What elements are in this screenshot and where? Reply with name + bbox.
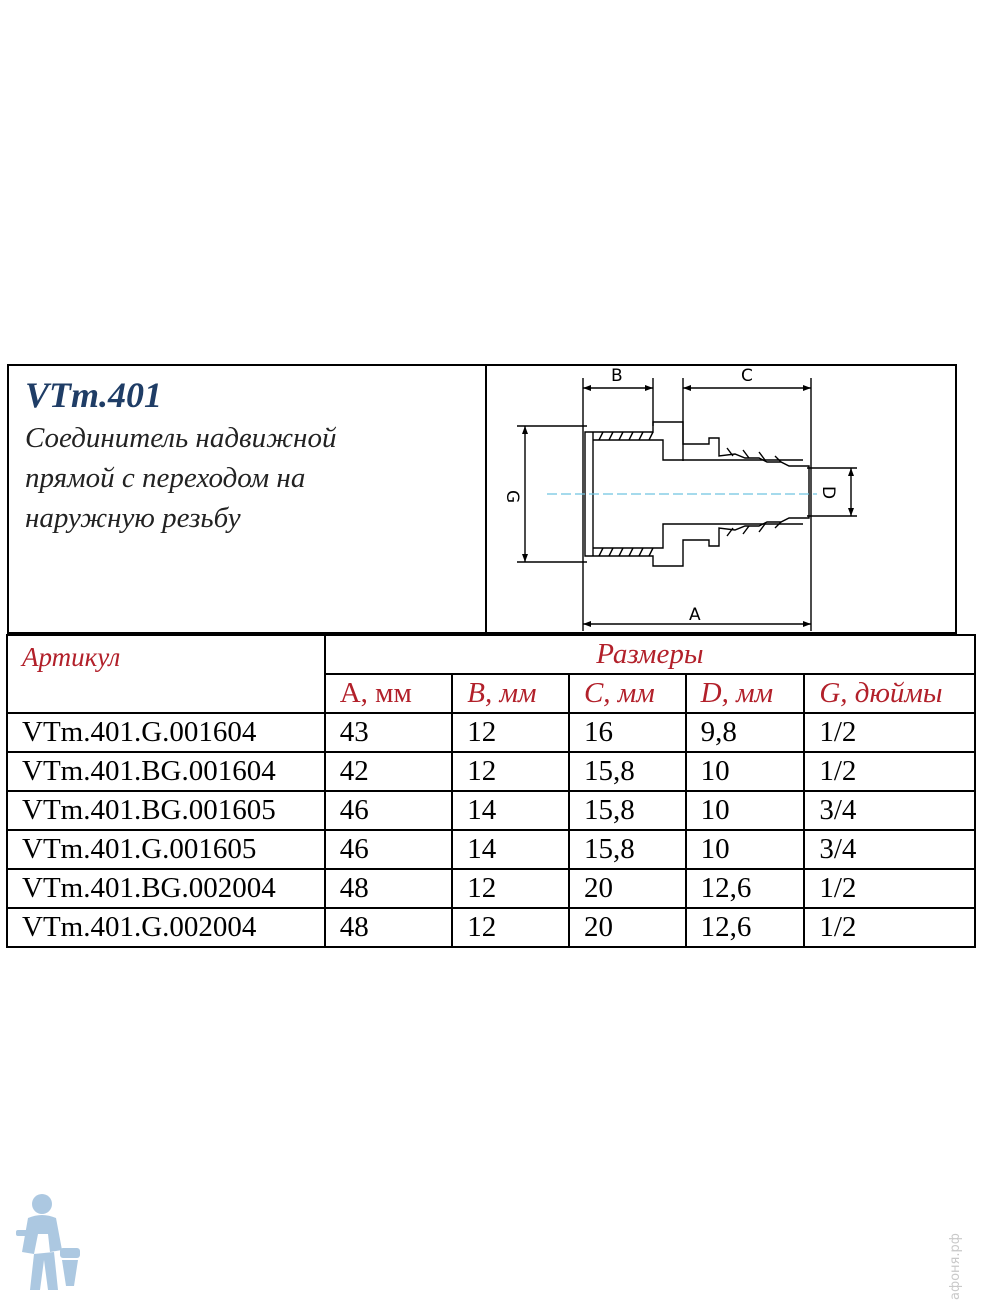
size-cell: 48	[323, 907, 454, 948]
size-cell: 12	[451, 751, 570, 792]
size-cell: 10	[684, 751, 806, 792]
article-cell: VTm.401.G.001604	[6, 712, 326, 753]
size-cell: 15,8	[567, 829, 687, 870]
table-header-row: Артикул Размеры	[6, 634, 977, 714]
column-header: B, мм	[451, 673, 570, 714]
column-header: А, мм	[323, 673, 454, 714]
dimensions-table: Артикул Размеры А, мм B, мм C, мм D, мм …	[6, 634, 977, 948]
size-cell: 46	[323, 829, 454, 870]
table-subheader-row: А, мм B, мм C, мм D, мм G, дюймы	[7, 673, 976, 714]
article-cell: VTm.401.G.001605	[6, 829, 326, 870]
size-cell: 1/2	[803, 751, 976, 792]
table-row: VTm.401.BG.001605 46 14 15,8 10 3/4	[6, 790, 976, 831]
description-line: прямой с переходом на	[25, 462, 306, 494]
size-cell: 12	[451, 868, 570, 909]
dimension-label-d: D	[818, 486, 838, 499]
size-cell: 16	[567, 712, 687, 753]
article-cell: VTm.401.BG.001604	[6, 751, 326, 792]
article-header: Артикул	[6, 634, 326, 714]
column-header: D, мм	[684, 673, 806, 714]
article-cell: VTm.401.G.002004	[6, 907, 326, 948]
fitting-drawing: B C A G D	[502, 366, 857, 631]
column-header: C, мм	[567, 673, 687, 714]
size-cell: 1/2	[803, 907, 976, 948]
size-cell: 10	[684, 790, 806, 831]
table-row: VTm.401.BG.002004 48 12 20 12,6 1/2	[6, 868, 976, 909]
size-cell: 12	[451, 712, 570, 753]
size-cell: 9,8	[684, 712, 806, 753]
size-cell: 15,8	[567, 751, 687, 792]
description-line: Соединитель надвижной	[25, 422, 337, 454]
size-cell: 20	[567, 868, 687, 909]
header-divider	[485, 366, 487, 636]
size-cell: 12,6	[684, 907, 806, 948]
size-cell: 12	[451, 907, 570, 948]
description-line: наружную резьбу	[25, 502, 241, 534]
table-row: VTm.401.G.002004 48 12 20 12,6 1/2	[6, 907, 976, 948]
dimension-label-g: G	[502, 490, 522, 503]
size-cell: 42	[323, 751, 454, 792]
dimension-label-c: C	[741, 366, 753, 386]
table-row: VTm.401.BG.001604 42 12 15,8 10 1/2	[6, 751, 976, 792]
size-cell: 48	[323, 868, 454, 909]
size-cell: 3/4	[803, 790, 976, 831]
dimension-label-a: A	[689, 605, 701, 625]
size-cell: 14	[451, 829, 570, 870]
table-row: VTm.401.G.001604 43 12 16 9,8 1/2	[6, 712, 976, 753]
sizes-header: Размеры	[323, 634, 977, 675]
size-cell: 43	[323, 712, 454, 753]
size-cell: 10	[684, 829, 806, 870]
size-cell: 14	[451, 790, 570, 831]
size-cell: 3/4	[803, 829, 976, 870]
size-cell: 46	[323, 790, 454, 831]
product-code: VTm.401	[25, 375, 163, 415]
size-cell: 20	[567, 907, 687, 948]
article-cell: VTm.401.BG.001605	[6, 790, 326, 831]
plumber-logo-icon	[8, 1190, 88, 1300]
watermark-text: афоня.рф	[948, 1233, 963, 1300]
size-cell: 15,8	[567, 790, 687, 831]
table-row: VTm.401.G.001605 46 14 15,8 10 3/4	[6, 829, 976, 870]
technical-drawing: B C A G D	[487, 366, 957, 636]
article-cell: VTm.401.BG.002004	[6, 868, 326, 909]
size-cell: 1/2	[803, 712, 976, 753]
size-cell: 12,6	[684, 868, 806, 909]
dimension-label-b: B	[611, 366, 623, 386]
product-header: VTm.401 Соединитель надвижной прямой с п…	[7, 364, 957, 636]
size-cell: 1/2	[803, 868, 976, 909]
product-description: Соединитель надвижной прямой с переходом…	[25, 418, 465, 538]
column-header: G, дюймы	[803, 673, 976, 714]
